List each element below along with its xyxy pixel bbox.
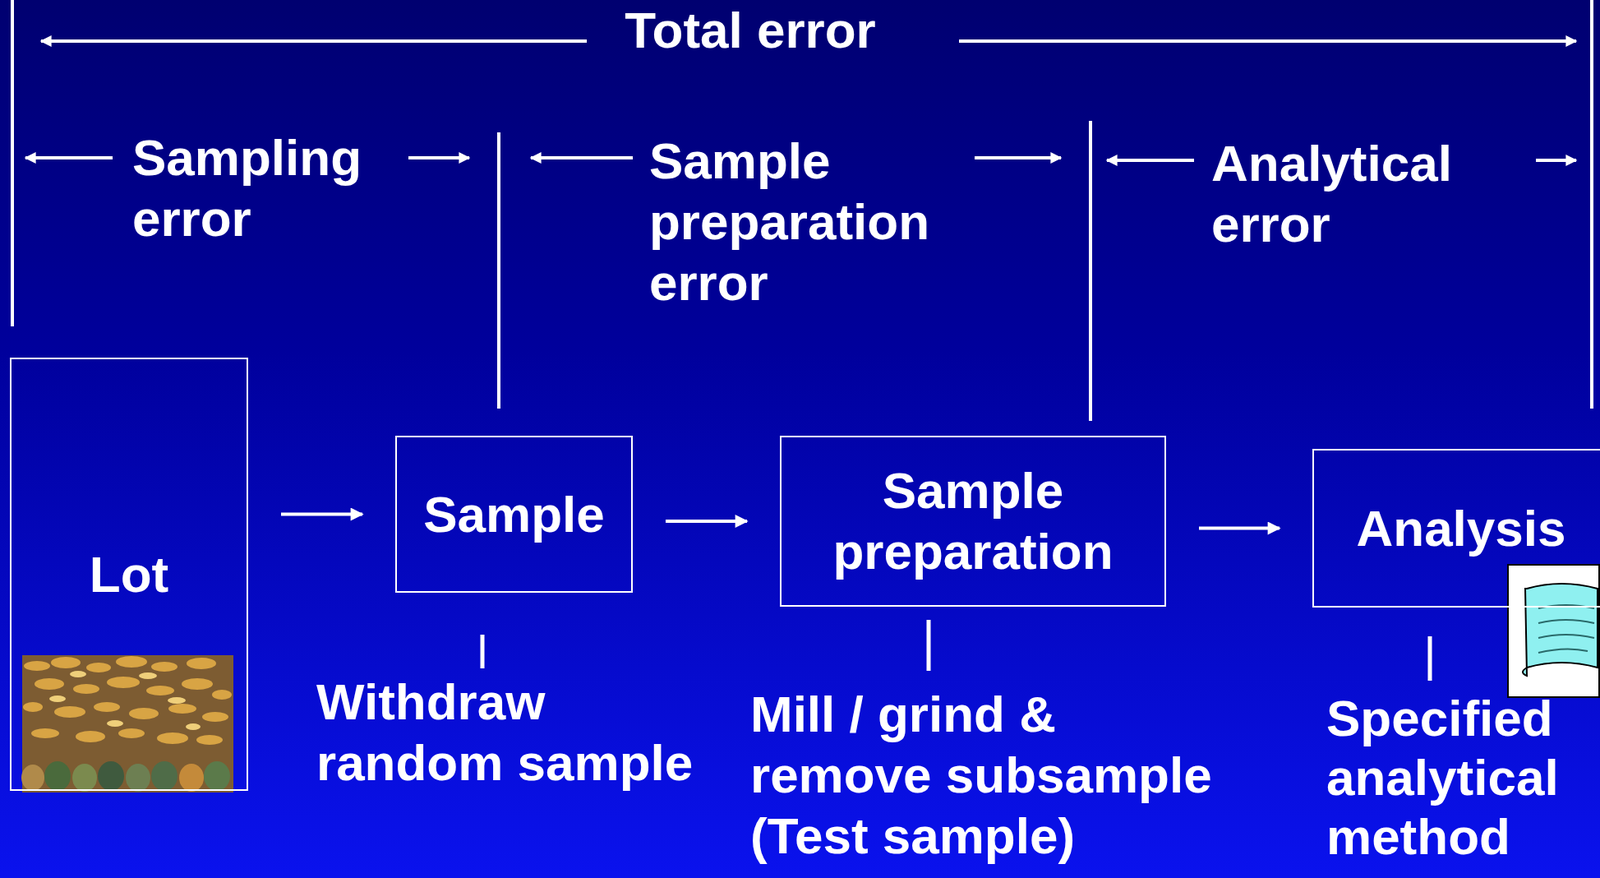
process-box: Sample preparation [779, 435, 1167, 607]
annotation-label: Mill / grind & remove subsample (Test sa… [750, 683, 1232, 867]
divider-line [10, 0, 14, 327]
box-label: Analysis [1355, 497, 1566, 559]
annotation-label: Withdraw random sample [316, 671, 711, 794]
icon-paper [1522, 583, 1598, 676]
leader-line [1428, 636, 1433, 681]
icon-lines [1538, 604, 1595, 653]
flow-arrow [281, 512, 363, 517]
range-arrow [25, 156, 113, 160]
grain-kernels [23, 655, 232, 745]
process-box: Sample [395, 435, 633, 593]
grain-highlights [49, 670, 201, 730]
divider-lines [12, 0, 1592, 421]
flow-arrow [1198, 526, 1280, 531]
range-arrow [959, 39, 1577, 43]
range-arrow [974, 156, 1061, 160]
range-arrow [41, 39, 587, 43]
photo-ground [22, 654, 234, 793]
process-box: Analysis [1312, 448, 1600, 608]
annotation-label: Specified analytical method [1326, 688, 1573, 867]
range-arrow [1106, 158, 1195, 162]
box-label: Sample preparation [781, 460, 1165, 582]
icon-frame [1507, 564, 1600, 697]
leader-line [926, 619, 932, 671]
leader-ticks [482, 619, 1430, 681]
gourds [21, 760, 231, 792]
leader-line [480, 634, 485, 669]
box-label: Sample [423, 484, 605, 545]
annotation-label: Total error [503, 0, 997, 61]
annotation-label: Sampling error [132, 127, 379, 249]
divider-line [1590, 0, 1594, 409]
range-arrow [1535, 158, 1577, 162]
range-arrow [530, 156, 633, 160]
flow-arrow [665, 519, 747, 523]
box-label: Lot [89, 544, 169, 605]
process-box: Lot [9, 357, 249, 791]
divider-line [1088, 120, 1093, 421]
range-arrow [408, 156, 470, 160]
divider-line [497, 132, 501, 409]
notepad-icon [1507, 564, 1600, 697]
annotation-label: Sample preparation error [649, 130, 946, 314]
grain-lot-photo [21, 654, 234, 793]
annotation-label: Analytical error [1211, 133, 1483, 255]
